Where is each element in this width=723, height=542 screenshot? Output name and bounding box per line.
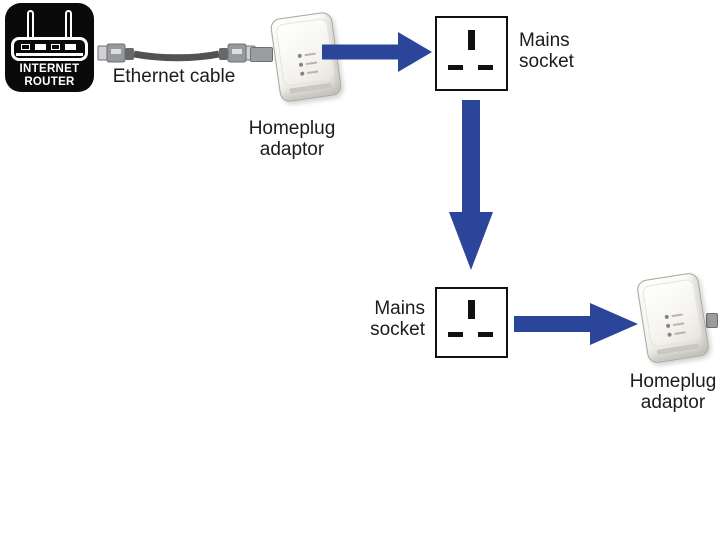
rj45-plug-slot [232, 49, 242, 54]
socket-neutral-pin-slot [478, 332, 493, 337]
label-line: Homeplug [629, 371, 717, 392]
arrow-right-icon [514, 303, 638, 345]
led-label-mark [672, 322, 685, 327]
ethernet-plug-connector-icon [250, 47, 273, 62]
router-port-icon [21, 44, 30, 50]
socket-live-pin-slot [448, 65, 463, 70]
led-row [298, 61, 318, 68]
router-body-icon [11, 37, 88, 61]
router-label-line2: ROUTER [24, 76, 75, 88]
led-label-mark [674, 331, 686, 336]
cable-wire [133, 50, 220, 62]
rj45-plug-boot-icon [219, 48, 228, 60]
homeplug-adaptor-2-label: Homeplug adaptor [603, 371, 723, 413]
rj45-plug-slot [111, 49, 121, 54]
socket-live-pin-slot [448, 332, 463, 337]
label-line: Mains [519, 30, 570, 51]
label-line: adaptor [640, 392, 706, 413]
ethernet-cable-icon [97, 43, 256, 63]
led-icon [300, 71, 305, 76]
led-label-mark [307, 70, 319, 75]
socket-neutral-pin-slot [478, 65, 493, 70]
homeplug-adaptor-1-icon [269, 11, 343, 103]
mains-socket-2-label: Mains socket [349, 298, 425, 340]
router-port-icon [35, 44, 46, 50]
led-icon [297, 53, 303, 59]
led-label-mark [305, 61, 318, 66]
label-line: socket [519, 51, 574, 72]
socket-earth-pin-slot [468, 30, 475, 50]
router-antenna-right-icon [65, 10, 72, 40]
label-line: socket [370, 319, 425, 340]
rj45-plug-boot-icon [125, 48, 134, 60]
mains-socket-1-label: Mains socket [519, 30, 574, 72]
adaptor-side-port-icon [706, 313, 718, 328]
router-antenna-left-icon [27, 10, 34, 40]
socket-earth-pin-slot [468, 300, 475, 319]
led-label-mark [671, 313, 683, 318]
led-icon [664, 314, 670, 320]
router-port-icon [51, 44, 60, 50]
mains-socket-1-icon [435, 16, 508, 91]
led-icon [665, 323, 671, 329]
mains-socket-2-icon [435, 287, 508, 358]
led-row [667, 330, 686, 338]
led-icon [298, 62, 304, 68]
arrow-down-icon [449, 100, 493, 270]
router-body-line [16, 53, 83, 56]
adaptor-led-indicators [297, 52, 320, 81]
label-line: Mains [374, 298, 425, 319]
label-line: Homeplug [248, 118, 336, 139]
rj45-plug-tip-icon [97, 45, 108, 61]
label-line: adaptor [259, 139, 325, 160]
homeplug-adaptor-2-icon [635, 271, 711, 365]
led-icon [667, 332, 672, 338]
ethernet-cable-label: Ethernet cable [112, 66, 236, 87]
led-row [300, 69, 319, 76]
led-label-mark [304, 52, 316, 57]
router-label-line1: INTERNET [19, 63, 80, 75]
homeplug-adaptor-1-label: Homeplug adaptor [222, 118, 362, 160]
led-row [665, 321, 685, 329]
internet-router-icon: INTERNET ROUTER [5, 3, 94, 92]
router-port-icon [65, 44, 76, 50]
